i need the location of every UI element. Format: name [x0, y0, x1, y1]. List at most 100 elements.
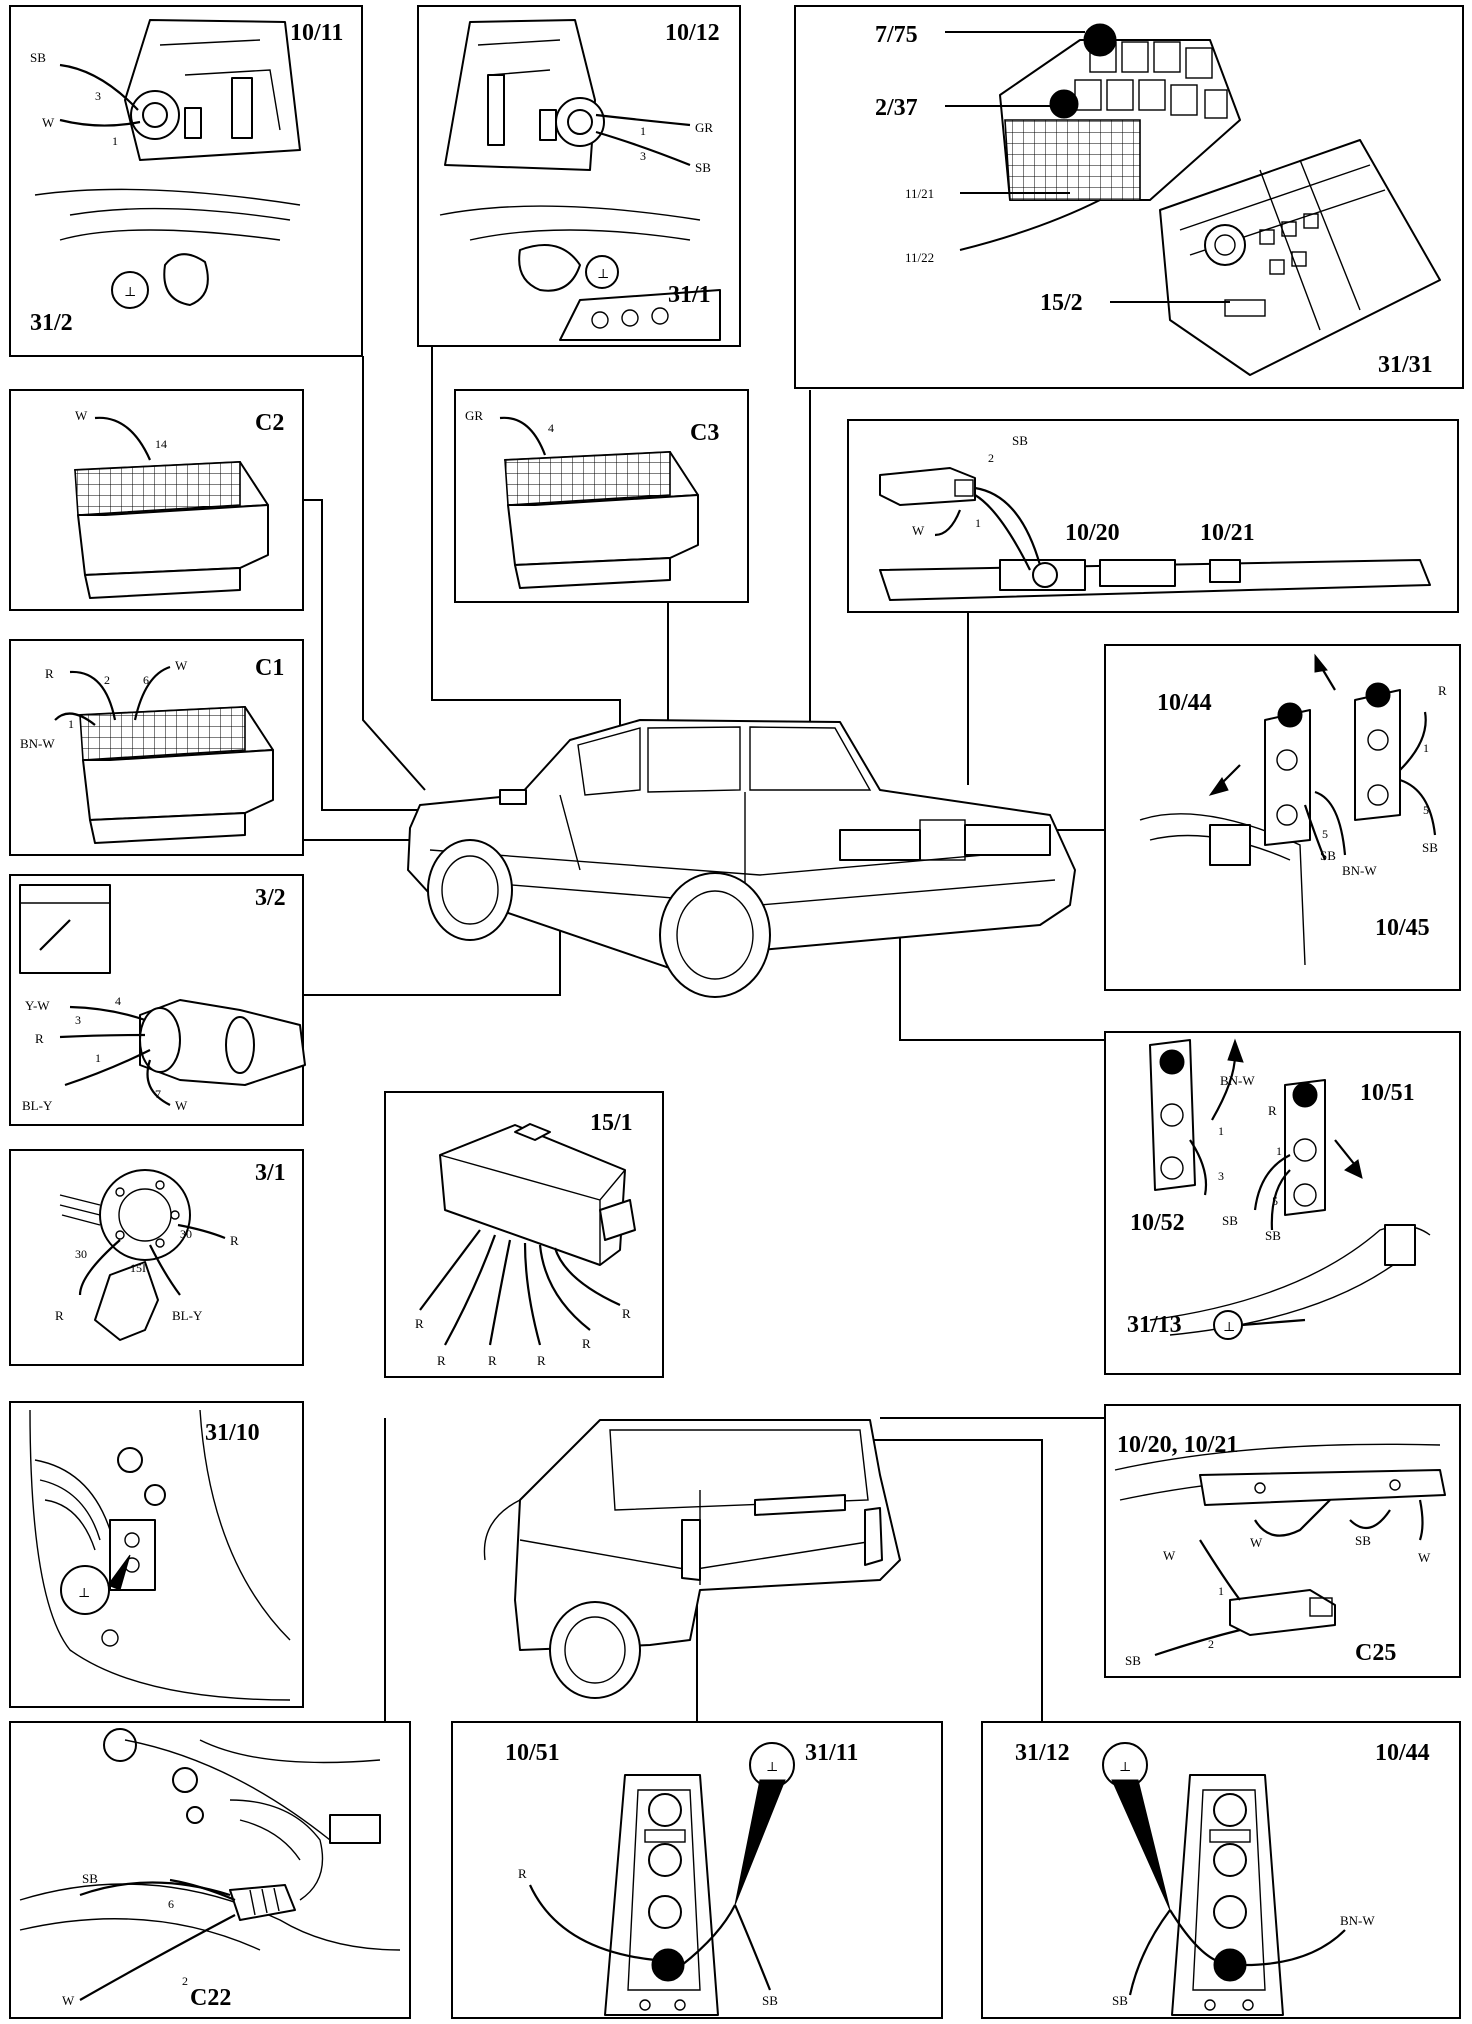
panel-title: 15/1 [590, 1110, 633, 1136]
wire-label: GR [465, 408, 483, 423]
panel-10-12: ⊥ 10/12 31/1 GR SB 1 3 [417, 5, 741, 347]
pin-label: 2 [104, 673, 110, 687]
wire-label: SB [762, 1993, 778, 2008]
component-label-small: 11/21 [905, 186, 934, 201]
panel-sub-title: 31/13 [1127, 1312, 1182, 1338]
panel-10-51-31-11: ⊥ 10/51 31/11 R SB [451, 1721, 943, 2019]
wire-label: SB [1012, 433, 1028, 448]
panel-c1: C1 R W BN-W 2 6 1 [9, 639, 304, 856]
wire-label: SB [1422, 840, 1438, 855]
wire-label: BL-Y [172, 1308, 203, 1323]
component-label: 7/75 [875, 22, 918, 48]
ground-symbol: ⊥ [78, 1585, 90, 1600]
panel-title: C2 [255, 410, 284, 436]
wire-label: SB [1112, 1993, 1128, 2008]
panel-c3: C3 GR 4 [454, 389, 749, 603]
pin-label: 30 [75, 1247, 87, 1261]
wire-label: BN-W [1220, 1073, 1255, 1088]
wire-label: W [912, 523, 925, 538]
pin-label: 14 [155, 437, 167, 451]
pin-label: 1 [95, 1051, 101, 1065]
wire-label: R [437, 1353, 446, 1368]
panel-title: 10/44 [1157, 690, 1212, 716]
panel-title: 3/2 [255, 885, 286, 911]
pin-label: 1 [975, 516, 981, 530]
panel-title: 10/44 [1375, 1740, 1430, 1766]
pin-label: 4 [115, 994, 121, 1008]
panel-fuse-relay: 7/75 2/37 11/21 11/22 15/2 31/31 [794, 5, 1464, 389]
wire-label: R [415, 1316, 424, 1331]
panel-title: 31/10 [205, 1420, 260, 1446]
wire-label: W [175, 1098, 188, 1113]
wire-label: W [62, 1993, 75, 2008]
ground-symbol: ⊥ [766, 1759, 778, 1774]
ground-symbol: ⊥ [597, 266, 609, 281]
panel-title: 10/51 [505, 1740, 560, 1766]
wire-label: BN-W [20, 736, 55, 751]
pin-label: 5 [1322, 827, 1328, 841]
panel-title: C25 [1355, 1640, 1396, 1666]
pin-label: 3 [95, 89, 101, 103]
panel-10-51-10-52: ⊥ 10/51 10/52 31/13 BN-W R SB SB 1 1 3 5 [1104, 1031, 1461, 1375]
panel-c22: C22 SB W 6 2 [9, 1721, 411, 2019]
wire-label: SB [695, 160, 711, 175]
wire-label: Y-W [25, 998, 50, 1013]
pin-label: 3 [75, 1013, 81, 1027]
pin-label: 5 [1272, 1194, 1278, 1208]
wire-label: W [42, 115, 55, 130]
component-label: 15/2 [1040, 290, 1083, 316]
wire-label: BN-W [1340, 1913, 1375, 1928]
wire-label: R [1268, 1103, 1277, 1118]
wire-label: R [230, 1233, 239, 1248]
wire-label: SB [1125, 1653, 1141, 1668]
wire-label: W [1418, 1550, 1431, 1565]
leader-lines [303, 340, 1105, 1722]
component-label-small: 11/22 [905, 250, 934, 265]
panel-title: 10/21 [1200, 520, 1255, 546]
panel-3-1: 3/1 R R BL-Y 30 30 15I [9, 1149, 304, 1366]
pin-label: 1 [68, 717, 74, 731]
panel-title: 31/11 [805, 1740, 858, 1766]
panel-c25: 10/20, 10/21 C25 W W SB W SB 1 2 [1104, 1404, 1461, 1678]
ground-symbol: ⊥ [1223, 1319, 1235, 1334]
panel-title: 10/45 [1375, 915, 1430, 941]
pin-label: 1 [112, 134, 118, 148]
panel-3-2: 3/2 Y-W R BL-Y W 4 3 1 7 [9, 874, 306, 1126]
wire-label: R [35, 1031, 44, 1046]
pin-label: 1 [640, 124, 646, 138]
panel-title: 10/51 [1360, 1080, 1415, 1106]
pin-label: 7 [155, 1087, 161, 1101]
panel-c2: C2 W 14 [9, 389, 304, 611]
panel-title: C1 [255, 655, 284, 681]
wire-label: BL-Y [22, 1098, 53, 1113]
wire-label: W [75, 408, 88, 423]
component-label: 31/31 [1378, 352, 1433, 378]
pin-label: 6 [168, 1897, 174, 1911]
wire-label: SB [30, 50, 46, 65]
panel-sub-title: 31/2 [30, 310, 73, 336]
ground-symbol: ⊥ [124, 284, 136, 299]
panel-10-44-10-45: 10/44 10/45 R SB BN-W SB 1 5 5 [1104, 644, 1461, 991]
wire-label: GR [695, 120, 713, 135]
pin-label: 1 [1218, 1584, 1224, 1598]
wire-label: R [622, 1306, 631, 1321]
panel-title: C22 [190, 1985, 231, 2011]
panel-10-11: ⊥ 10/11 31/2 SB W 3 1 [9, 5, 363, 357]
car-wagon-illustration [483, 1419, 901, 1699]
pin-label: 1 [1276, 1144, 1282, 1158]
panel-title: 10/12 [665, 20, 720, 46]
panel-title: 10/11 [290, 20, 343, 46]
panel-31-12-10-44: ⊥ 31/12 10/44 SB BN-W [981, 1721, 1461, 2019]
wire-label: SB [1265, 1228, 1281, 1243]
pin-label: 6 [143, 673, 149, 687]
wire-label: R [537, 1353, 546, 1368]
panel-title: 10/20 [1065, 520, 1120, 546]
panel-title: 10/52 [1130, 1210, 1185, 1236]
wire-label: R [1438, 683, 1447, 698]
wire-label: R [55, 1308, 64, 1323]
component-label: 2/37 [875, 95, 918, 121]
wire-label: R [45, 666, 54, 681]
panel-10-20-10-21: 10/20 10/21 SB W 2 1 [847, 419, 1459, 613]
wire-label: SB [1222, 1213, 1238, 1228]
